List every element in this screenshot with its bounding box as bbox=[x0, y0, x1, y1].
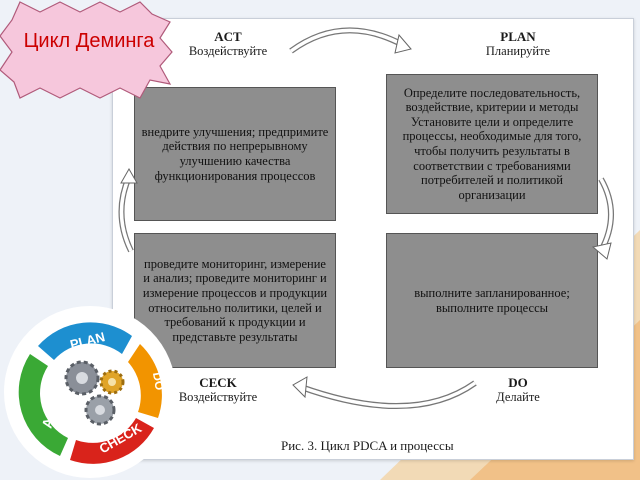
plan-text: Определите последовательность, воздейств… bbox=[402, 85, 582, 202]
badge-title: Цикл Деминга bbox=[23, 29, 155, 52]
gears-icon bbox=[64, 360, 125, 426]
plan-subtitle: Планируйте bbox=[485, 44, 551, 58]
plan-box: Определите последовательность, воздейств… bbox=[386, 74, 598, 214]
figure-caption: Рис. 3. Цикл PDCA и процессы bbox=[281, 438, 454, 453]
check-header: CECK Воздействуйте bbox=[143, 375, 293, 405]
wheel-act-segment bbox=[18, 354, 68, 456]
check-text: проведите мониторинг, измерение и анализ… bbox=[142, 256, 328, 344]
act-header: ACT Воздействуйте bbox=[153, 29, 303, 59]
do-subtitle: Делайте bbox=[496, 390, 540, 404]
pdca-wheel: PLAN DO CHECK ACT bbox=[4, 306, 176, 478]
act-text: внедрите улучшения; предпримите действия… bbox=[141, 124, 329, 183]
wheel-do-label: DO bbox=[150, 371, 167, 391]
check-subtitle: Воздействуйте bbox=[178, 390, 258, 404]
wheel-do-segment bbox=[128, 344, 162, 418]
do-header: DO Делайте bbox=[443, 375, 593, 405]
do-text: выполните запланированное; выполните про… bbox=[414, 285, 570, 315]
act-box: внедрите улучшения; предпримите действия… bbox=[134, 87, 336, 221]
wheel-check-segment bbox=[70, 418, 154, 464]
act-subtitle: Воздействуйте bbox=[188, 44, 268, 58]
plan-header: PLAN Планируйте bbox=[443, 29, 593, 59]
act-title: ACT bbox=[214, 29, 242, 44]
wheel-plan-segment bbox=[38, 322, 132, 360]
wheel-act-label: ACT bbox=[39, 398, 62, 430]
check-title: CECK bbox=[199, 375, 237, 390]
do-title: DO bbox=[508, 375, 528, 390]
plan-title: PLAN bbox=[500, 29, 536, 44]
badge-starburst bbox=[0, 1, 173, 99]
cycle-arrows bbox=[118, 27, 614, 409]
do-box: выполните запланированное; выполните про… bbox=[386, 233, 598, 368]
pdca-diagram-panel: ACT Воздействуйте PLAN Планируйте внедри… bbox=[112, 18, 634, 460]
check-box: проведите мониторинг, измерение и анализ… bbox=[134, 233, 336, 368]
